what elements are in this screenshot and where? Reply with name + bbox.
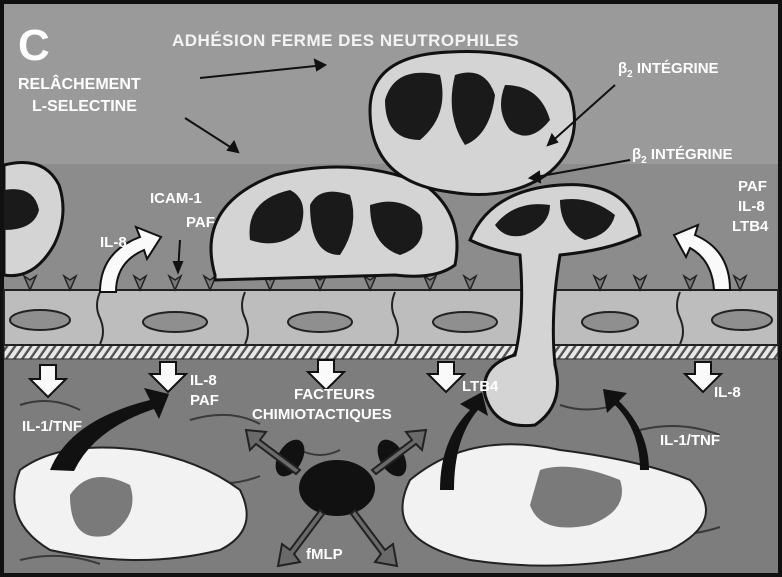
beta-subscript: 2 xyxy=(641,155,647,166)
endothelium xyxy=(4,290,778,345)
label-il1tnf-right: IL-1/TNF xyxy=(660,432,720,449)
label-chimiotactiques: CHIMIOTACTIQUES xyxy=(252,406,392,423)
label-ltb4-mid: LTB4 xyxy=(462,378,498,395)
label-facteurs: FACTEURS xyxy=(294,386,375,403)
label-beta2-integrine-bottom: β2 INTÉGRINE xyxy=(632,146,733,169)
label-l-selectine: L-SELECTINE xyxy=(32,98,137,115)
label-fmlp: fMLP xyxy=(306,546,343,563)
label-relachement: RELÂCHEMENT xyxy=(18,76,141,93)
label-icam1: ICAM-1 xyxy=(150,190,202,207)
integrine-text: INTÉGRINE xyxy=(637,60,719,77)
figure-title: ADHÉSION FERME DES NEUTROPHILES xyxy=(172,32,519,49)
label-il8-left: IL-8 xyxy=(100,234,127,251)
label-paf-right: PAF xyxy=(738,178,767,195)
label-il1tnf-left: IL-1/TNF xyxy=(22,418,82,435)
panel-letter: C xyxy=(18,24,50,68)
label-il8-right: IL-8 xyxy=(738,198,765,215)
label-il8-bottom-right: IL-8 xyxy=(714,384,741,401)
beta-subscript: 2 xyxy=(627,69,633,80)
beta-symbol: β xyxy=(618,60,627,77)
label-beta2-integrine-top: β2 INTÉGRINE xyxy=(618,60,719,83)
label-il8-mid: IL-8 xyxy=(190,372,217,389)
label-paf-mid: PAF xyxy=(190,392,219,409)
integrine-text: INTÉGRINE xyxy=(651,146,733,163)
label-ltb4-right: LTB4 xyxy=(732,218,768,235)
basement-membrane xyxy=(4,345,778,359)
beta-symbol: β xyxy=(632,146,641,163)
label-paf-top: PAF xyxy=(186,214,215,231)
